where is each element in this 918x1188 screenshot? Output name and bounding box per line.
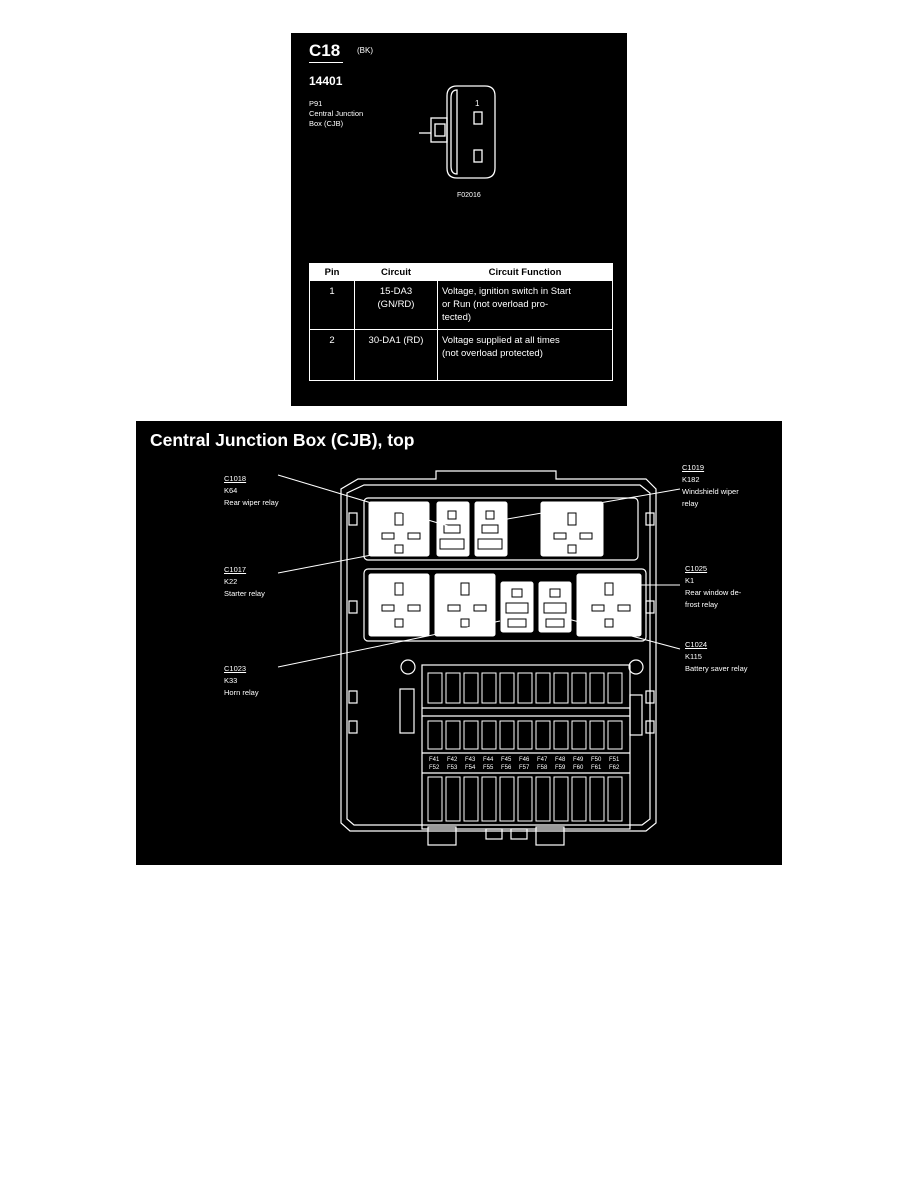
connector-ref: C1024 (685, 640, 708, 649)
fuse-label: F41 (429, 757, 440, 763)
relay-id: K1 (685, 576, 695, 585)
fuse-label: F51 (609, 757, 620, 763)
connector-description: P91 Central Junction Box (CJB) (309, 99, 389, 129)
relay-id: K33 (224, 676, 238, 685)
connector-ref: C1025 (685, 564, 708, 573)
fuse-label: F50 (591, 757, 602, 763)
leader-c1017 (277, 552, 383, 574)
function-line: Voltage supplied at all times (442, 335, 560, 346)
description-line: Central Junction (309, 109, 364, 118)
description-line: Box (CJB) (309, 119, 344, 128)
part-number: 14401 (309, 74, 343, 88)
connector-id-underline (309, 62, 343, 63)
fuse-label: F42 (447, 757, 458, 763)
table-row: 2 30-DA1 (RD) Voltage supplied at all ti… (309, 329, 613, 381)
connector-c18-panel: C18 (BK) 14401 P91 Central Junction Box … (291, 33, 627, 406)
relay-id: K182 (682, 475, 700, 484)
relay-id: K22 (224, 577, 238, 586)
relay-name: Starter relay (224, 589, 265, 598)
header-circuit-function: Circuit Function (437, 263, 613, 281)
connector-ref: C1018 (224, 474, 247, 483)
relay-name: Battery saver relay (685, 664, 748, 673)
fuse-label: F45 (501, 757, 512, 763)
connector-ref: C1017 (224, 565, 247, 574)
connector-ref: C1023 (224, 664, 247, 673)
fuse-label: F43 (465, 757, 476, 763)
connector-id: C18 (309, 41, 341, 60)
fuse-label: F60 (573, 765, 584, 771)
function-cell: Voltage, ignition switch in Start or Run… (437, 280, 613, 330)
fuse-label: F62 (609, 765, 620, 771)
callout-c1024: C1024 K115 Battery saver relay (685, 639, 748, 675)
circuit-line: (GN/RD) (377, 299, 415, 310)
relay-name: Rear window de- (685, 588, 742, 597)
fuse-label: F44 (483, 757, 494, 763)
circuit-cell: 30-DA1 (RD) (354, 329, 438, 381)
fuse-label: F49 (573, 757, 584, 763)
fuse-label: F57 (519, 765, 530, 771)
relay-name: Horn relay (224, 688, 259, 697)
fuse-label: F55 (483, 765, 494, 771)
relay-id: K64 (224, 486, 238, 495)
callout-c1025: C1025 K1 Rear window de- frost relay (685, 563, 741, 611)
cjb-title: Central Junction Box (CJB), top (150, 430, 415, 450)
function-line: or Run (not overload pro- (442, 299, 549, 310)
pin-cell: 1 (309, 280, 355, 330)
relay-name: frost relay (685, 600, 718, 609)
callout-c1017: C1017 K22 Starter relay (224, 564, 265, 600)
table-header-row: Pin Circuit Circuit Function (309, 263, 613, 281)
relay-name: Rear wiper relay (224, 498, 279, 507)
figure-id: F02016 (457, 192, 481, 199)
callout-c1018: C1018 K64 Rear wiper relay (224, 473, 279, 509)
leader-c1023 (277, 620, 501, 668)
leader-c1019 (495, 488, 681, 522)
header-circuit: Circuit (354, 263, 438, 281)
fuse-label: F58 (537, 765, 548, 771)
connector-face-drawing: 1 (419, 85, 496, 179)
callout-c1019: C1019 K182 Windshield wiper relay (682, 462, 739, 510)
callout-c1023: C1023 K33 Horn relay (224, 663, 259, 699)
circuit-cell: 15-DA3 (GN/RD) (354, 280, 438, 330)
pin-cell: 2 (309, 329, 355, 381)
leader-c1018 (277, 474, 449, 527)
cjb-top-view-panel: Central Junction Box (CJB), top (136, 421, 782, 865)
fuse-label: F47 (537, 757, 548, 763)
connector-ref: C1019 (682, 463, 705, 472)
fuse-label: F59 (555, 765, 566, 771)
relay-name: Windshield wiper (682, 487, 739, 496)
fuse-label: F61 (591, 765, 602, 771)
function-line: Voltage, ignition switch in Start (442, 286, 571, 297)
fuse-label: F53 (447, 765, 458, 771)
function-line: (not overload protected) (442, 348, 543, 359)
pin-table: Pin Circuit Circuit Function 1 15-DA3 (G… (309, 263, 613, 381)
fuse-label: F46 (519, 757, 530, 763)
function-cell: Voltage supplied at all times (not overl… (437, 329, 613, 381)
relay-id: K115 (685, 652, 702, 661)
cjb-housing-drawing: F41F52F42F53F43F54F44F55F45F56F46F57F47F… (277, 470, 681, 846)
circuit-line: 15-DA3 (379, 286, 413, 297)
leader-c1024 (567, 618, 681, 650)
description-line: P91 (309, 99, 323, 108)
fuse-label: F48 (555, 757, 566, 763)
pin-1-label: 1 (475, 99, 480, 108)
fuse-label: F54 (465, 765, 476, 771)
relay-name: relay (682, 499, 699, 508)
header-pin: Pin (309, 263, 355, 281)
circuit-line: 30-DA1 (RD) (368, 335, 424, 346)
connector-color: (BK) (357, 46, 373, 55)
table-row: 1 15-DA3 (GN/RD) Voltage, ignition switc… (309, 280, 613, 330)
fuse-label: F52 (429, 765, 440, 771)
function-line: tected) (442, 312, 472, 323)
fuse-label: F56 (501, 765, 512, 771)
cjb-outline (340, 470, 657, 832)
